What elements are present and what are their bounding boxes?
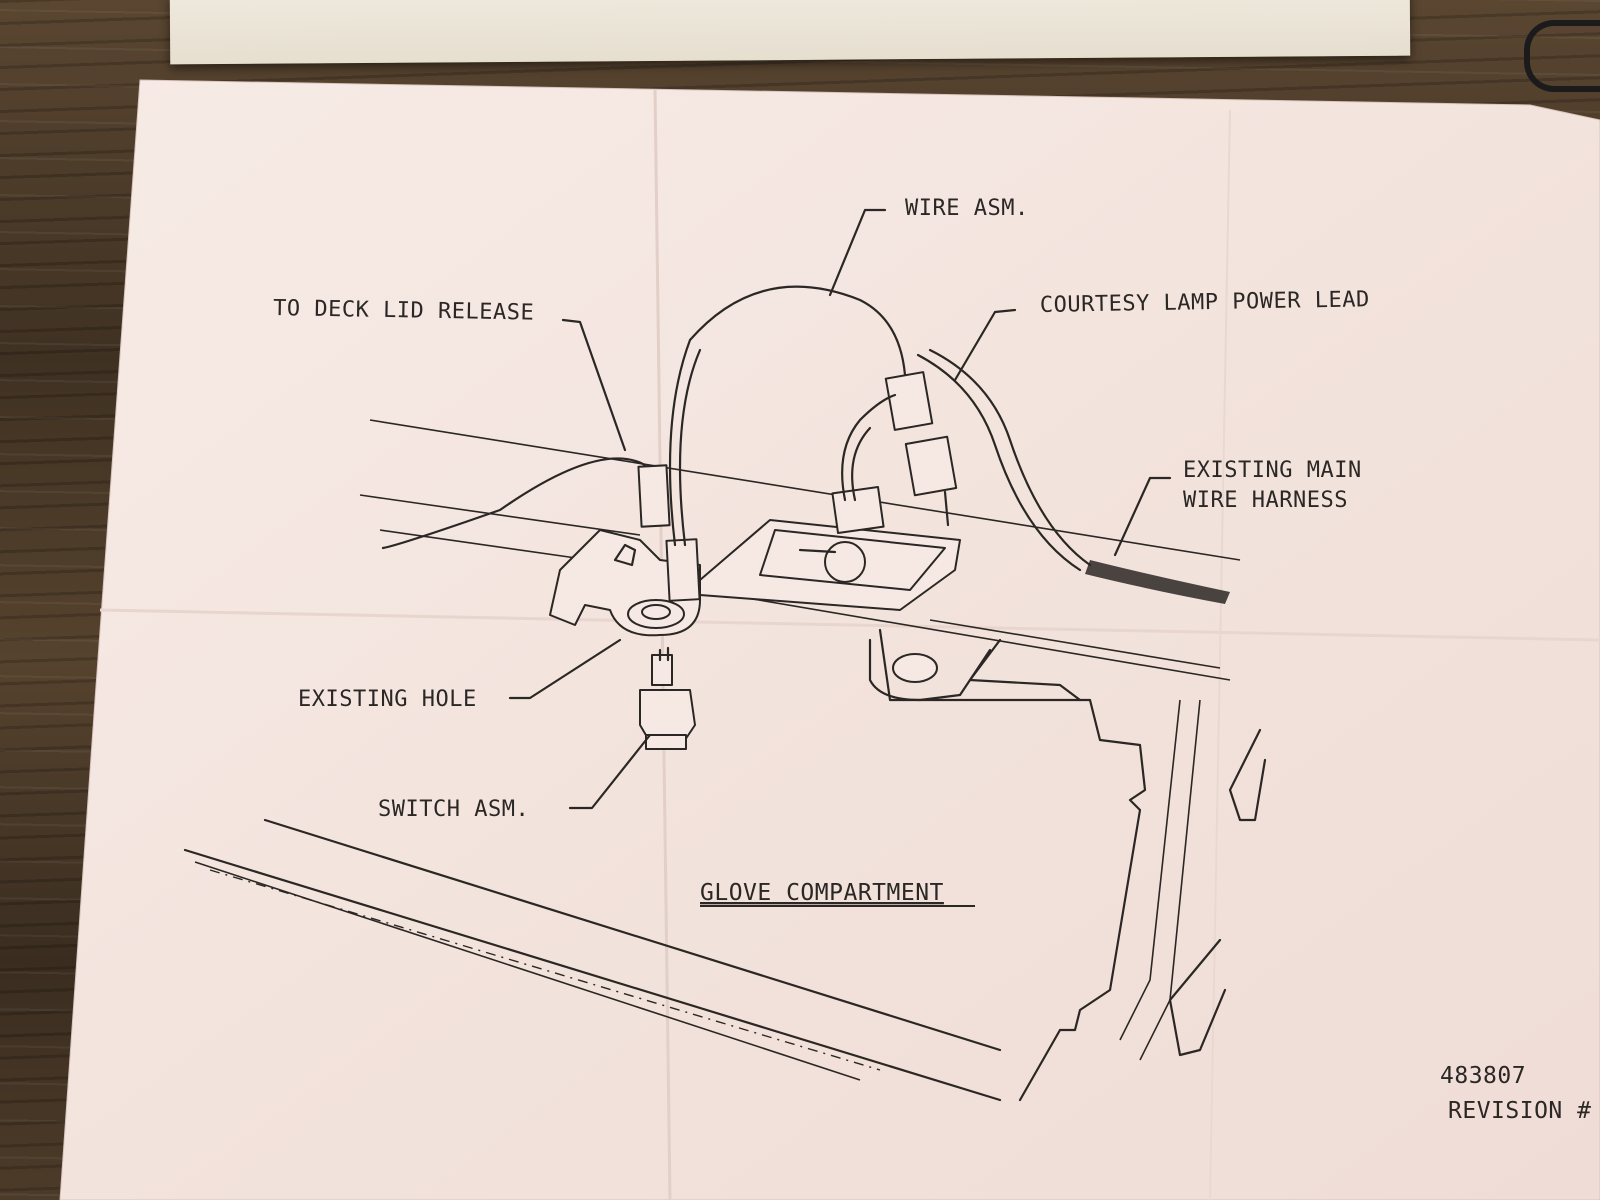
main-wire-harness xyxy=(1085,560,1230,604)
paper-fold-vertical xyxy=(653,89,672,1200)
label-wire-harness: WIRE HARNESS xyxy=(1183,488,1348,513)
mounting-hole-right xyxy=(892,653,938,683)
lamp-connector xyxy=(831,485,885,535)
label-glove-compartment: GLOVE COMPARTMENT xyxy=(700,880,944,906)
deck-lid-connector xyxy=(637,464,671,528)
connectors xyxy=(637,371,958,602)
label-wire-asm: WIRE ASM. xyxy=(905,196,1029,221)
switch-assembly xyxy=(639,646,696,750)
part-number: 483807 xyxy=(1440,1063,1526,1089)
label-switch-asm: SWITCH ASM. xyxy=(378,797,529,822)
lamp-bulb xyxy=(824,541,866,583)
power-connector-lower xyxy=(904,435,958,497)
glove-compartment-frame xyxy=(868,628,1267,1102)
wires xyxy=(381,285,1230,604)
dash-panel-lines xyxy=(183,419,1241,1102)
paper-fold-horizontal xyxy=(99,608,1600,642)
label-existing-hole: EXISTING HOLE xyxy=(298,687,477,712)
existing-hole xyxy=(641,604,671,620)
leader-lines xyxy=(508,208,1172,810)
courtesy-lamp-housing xyxy=(699,519,961,611)
switch-bracket xyxy=(549,529,701,637)
power-connector-upper xyxy=(884,371,934,431)
label-to-deck-lid-release: TO DECK LID RELEASE xyxy=(273,296,535,326)
label-courtesy-lamp-power-lead: COURTESY LAMP POWER LEAD xyxy=(1040,287,1370,318)
revision-label: REVISION # xyxy=(1448,1098,1591,1124)
switch-connector xyxy=(665,538,701,602)
label-existing-main: EXISTING MAIN xyxy=(1183,458,1362,483)
binder-clip xyxy=(1524,20,1600,92)
diagram-paper xyxy=(59,79,1600,1200)
